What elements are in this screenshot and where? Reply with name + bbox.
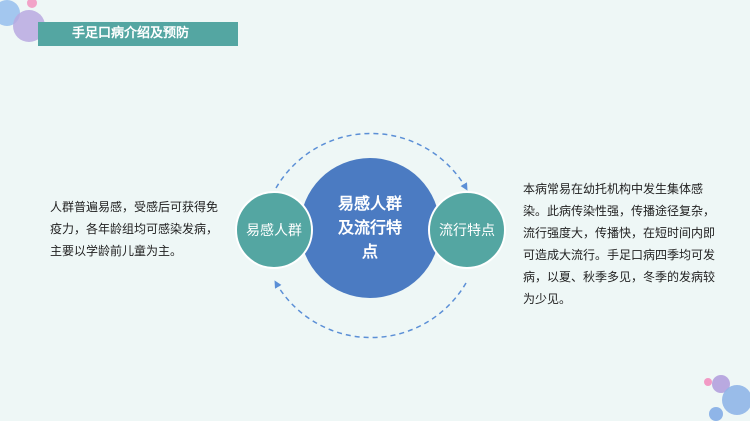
- decor-bubble: [722, 385, 750, 415]
- left-circle-label: 易感人群: [246, 223, 302, 239]
- decor-bubble: [27, 0, 37, 8]
- epidemic-features-circle: 流行特点: [428, 191, 506, 269]
- decor-bubble: [709, 407, 723, 421]
- epidemic-features-text: 本病常易在幼托机构中发生集体感染。此病传染性强，传播途径复杂，流行强度大，传播快…: [523, 182, 716, 306]
- center-circle: 易感人群 及流行特 点: [300, 158, 440, 298]
- susceptible-population-text: 人群普遍易感，受感后可获得免疫力，各年龄组均可感染发病，主要以学龄前儿童为主。: [50, 200, 219, 258]
- center-label-line: 点: [361, 242, 378, 261]
- right-circle-label: 流行特点: [439, 223, 495, 239]
- center-label-line: 及流行特: [337, 218, 402, 237]
- susceptible-population-circle: 易感人群: [235, 191, 313, 269]
- page-title: 手足口病介绍及预防: [38, 22, 238, 46]
- center-label-line: 易感人群: [337, 194, 402, 213]
- decor-bubble: [704, 378, 712, 386]
